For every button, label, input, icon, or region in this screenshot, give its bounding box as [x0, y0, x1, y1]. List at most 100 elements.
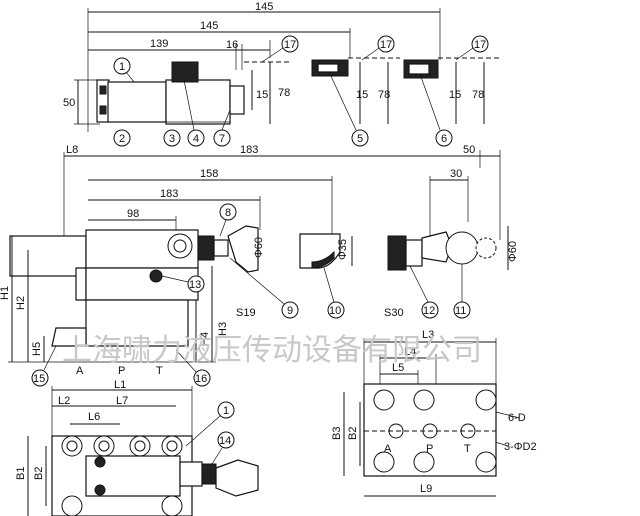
svg-text:5: 5 — [357, 133, 363, 145]
dim-B3: B3 — [331, 427, 343, 440]
port-T-side: T — [156, 365, 163, 377]
port-A-plate: A — [384, 443, 392, 455]
dim-50: 50 — [63, 97, 75, 109]
svg-text:1: 1 — [119, 61, 125, 73]
balloon-5: 5 — [329, 73, 369, 147]
variant-6-plug — [403, 57, 500, 124]
dim-H3: H3 — [217, 322, 229, 336]
watermark: 上海啸力液压传动设备有限公司 — [62, 333, 482, 368]
dim-145: 145 — [200, 20, 218, 32]
label-3-phiD2: 3-ΦD2 — [504, 441, 537, 453]
label-6-D: 6-D — [508, 412, 526, 424]
balloon-14: 14 — [211, 431, 235, 465]
dim-phi60-a: Φ60 — [253, 237, 265, 258]
svg-text:6: 6 — [441, 133, 447, 145]
dim-78-b: 78 — [378, 89, 390, 101]
balloon-12: 12 — [409, 265, 439, 319]
dim-78-a: 78 — [278, 87, 290, 99]
dim-H4: H4 — [199, 332, 211, 346]
dim-L6: L6 — [88, 411, 100, 423]
svg-text:9: 9 — [287, 305, 293, 317]
dim-B2-left: B2 — [33, 467, 45, 480]
svg-text:12: 12 — [423, 305, 435, 317]
balloon-10: 10 — [323, 267, 345, 319]
top-dimension-lines — [87, 8, 441, 132]
svg-text:17: 17 — [284, 39, 296, 51]
balloon-1-bottom: 1 — [185, 401, 235, 447]
dim-30: 30 — [450, 168, 462, 180]
svg-text:3: 3 — [169, 133, 175, 145]
dim-78-15-group-1 — [244, 61, 290, 124]
balloon-9: 9 — [229, 257, 299, 319]
balloon-3: 3 — [163, 129, 181, 147]
middle-dimension-lines — [63, 150, 501, 240]
balloon-17-a: 17 — [261, 35, 299, 63]
svg-text:17: 17 — [474, 39, 486, 51]
dim-L2: L2 — [58, 395, 70, 407]
dim-50-h: 50 — [463, 144, 475, 156]
dim-183-b: 183 — [160, 188, 178, 200]
mounting-plate — [363, 383, 497, 477]
balloon-6: 6 — [419, 73, 453, 147]
dim-16: 16 — [226, 39, 238, 51]
dim-158: 158 — [200, 168, 218, 180]
plate-dimension-lines — [343, 338, 521, 497]
dim-phi35: Φ35 — [337, 239, 349, 260]
dim-145-top: 145 — [255, 1, 273, 13]
dim-98: 98 — [127, 208, 139, 220]
balloon-11: 11 — [453, 264, 471, 319]
dim-S30: S30 — [384, 307, 404, 319]
balloon-16: 16 — [175, 349, 211, 387]
svg-text:8: 8 — [225, 207, 231, 219]
port-A-side: A — [76, 365, 84, 377]
dim-139: 139 — [150, 38, 168, 50]
dim-183-a: 183 — [240, 144, 258, 156]
balloon-17-c: 17 — [455, 35, 489, 61]
svg-text:10: 10 — [329, 305, 341, 317]
dim-78-c: 78 — [472, 89, 484, 101]
svg-text:11: 11 — [455, 305, 466, 317]
svg-text:7: 7 — [219, 133, 225, 145]
valve-side-view — [9, 225, 259, 347]
valve-bottom-view — [51, 435, 259, 516]
balloon-4: 4 — [183, 79, 205, 147]
svg-text:14: 14 — [219, 435, 231, 447]
balloon-15: 15 — [31, 345, 57, 387]
dim-L3: L3 — [422, 329, 434, 341]
dim-B1: B1 — [15, 467, 27, 480]
svg-text:1: 1 — [223, 405, 229, 417]
bottom-dimension-lines — [27, 386, 193, 516]
dim-phi60-b: Φ60 — [507, 241, 519, 262]
height-dimensions — [8, 236, 216, 363]
port-P-side: P — [118, 365, 125, 377]
dim-H5: H5 — [31, 342, 43, 356]
svg-text:15: 15 — [33, 373, 45, 385]
dim-L7: L7 — [116, 395, 128, 407]
dim-L8: L8 — [66, 144, 78, 156]
balloon-7: 7 — [213, 109, 231, 147]
dim-L5: L5 — [392, 362, 404, 374]
dim-15-a: 15 — [256, 89, 268, 101]
port-T-plate: T — [464, 443, 471, 455]
svg-text:17: 17 — [380, 39, 392, 51]
dim-H2: H2 — [15, 296, 27, 310]
dim-B2-right: B2 — [347, 427, 359, 440]
knob-variant-10 — [299, 233, 353, 269]
dim-L9: L9 — [420, 483, 432, 495]
balloon-8: 8 — [219, 203, 237, 237]
svg-text:2: 2 — [119, 133, 125, 145]
balloon-1: 1 — [113, 57, 135, 83]
balloon-2: 2 — [113, 129, 131, 147]
svg-text:13: 13 — [189, 279, 201, 291]
dim-15-c: 15 — [449, 89, 461, 101]
dim-L4: L4 — [404, 346, 416, 358]
dim-15-b: 15 — [356, 89, 368, 101]
dim-L1: L1 — [114, 379, 126, 391]
dim-H1: H1 — [0, 286, 11, 300]
variant-5-plug — [311, 57, 400, 124]
svg-text:4: 4 — [193, 133, 199, 145]
knob-variant-12 — [387, 226, 509, 271]
balloon-13: 13 — [161, 275, 205, 293]
dim-S19: S19 — [236, 307, 256, 319]
